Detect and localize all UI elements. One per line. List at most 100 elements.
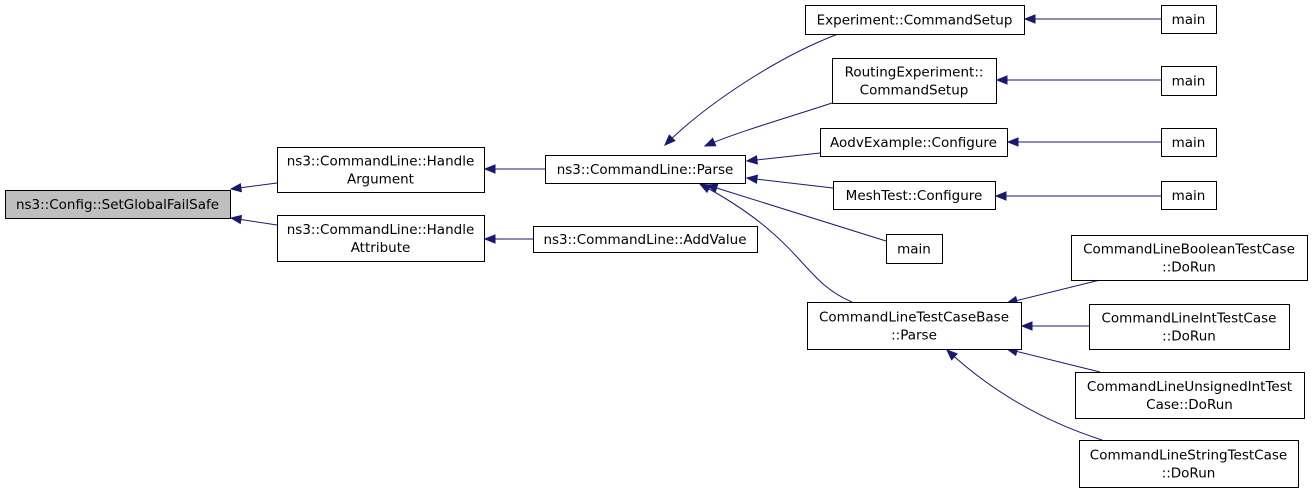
edge-arrowhead: [229, 182, 243, 193]
edge-arrowhead: [946, 349, 958, 361]
edge-arrowhead: [995, 75, 1008, 85]
node-experiment-command-setup[interactable]: Experiment::CommandSetup: [805, 5, 1025, 35]
node-string-test-do-run[interactable]: CommandLineStringTestCase::DoRun: [1079, 440, 1299, 488]
node-mesh-test-configure[interactable]: MeshTest::Configure: [833, 181, 996, 210]
node-box: [533, 226, 758, 253]
node-label: ns3::CommandLine::Handle: [287, 154, 475, 170]
node-label: main: [1172, 12, 1206, 28]
edge-line: [704, 102, 833, 147]
node-label: main: [897, 242, 931, 258]
node-label: main: [1172, 135, 1206, 151]
edge-main_direct-to-parse: [705, 183, 887, 242]
node-test-case-base-parse[interactable]: CommandLineTestCaseBase::Parse: [807, 302, 1022, 350]
node-routing-experiment-command-setup[interactable]: RoutingExperiment::CommandSetup: [832, 58, 997, 104]
edge-unsigned_int_test_do_run-to-test_case_base_parse: [1005, 346, 1101, 373]
node-label: ns3::Config::SetGlobalFailSafe: [16, 197, 219, 213]
edge-arrowhead: [703, 137, 717, 147]
edge-mesh_test_configure-to-parse: [745, 174, 834, 189]
edge-add_value-to-handle_attribute: [483, 234, 533, 244]
node-box: [886, 234, 943, 264]
node-main-aodv[interactable]: main: [1161, 128, 1217, 157]
node-box: [1161, 181, 1217, 210]
node-boolean-test-do-run[interactable]: CommandLineBooleanTestCase::DoRun: [1071, 235, 1308, 281]
edge-arrowhead: [745, 155, 758, 165]
edge-int_test_do_run-to-test_case_base_parse: [1020, 321, 1089, 331]
node-label: ns3::CommandLine::Handle: [287, 222, 475, 238]
node-box: [1161, 66, 1217, 96]
node-box: [1071, 235, 1308, 281]
edge-line: [1006, 348, 1101, 373]
edge-handle_attribute-to-set_global_fail_safe: [229, 214, 278, 226]
edge-main_mesh-to-mesh_test_configure: [994, 191, 1161, 201]
edge-test_case_base_parse-to-parse: [698, 183, 853, 303]
edge-line: [1006, 279, 1101, 304]
edge-arrowhead: [1020, 321, 1033, 331]
node-parse[interactable]: ns3::CommandLine::Parse: [545, 155, 746, 184]
node-label: AodvExample::Configure: [830, 135, 997, 151]
edge-line: [699, 183, 853, 303]
node-box: [807, 302, 1022, 350]
node-label: ::DoRun: [1162, 329, 1216, 345]
edge-arrowhead: [229, 214, 243, 225]
edge-arrowhead: [664, 134, 676, 146]
edge-aodv_example_configure-to-parse: [745, 152, 821, 165]
node-main-direct[interactable]: main: [886, 234, 943, 264]
edge-main_routing-to-routing_experiment_command_setup: [995, 75, 1161, 85]
node-box: [545, 155, 746, 184]
node-label: CommandLineIntTestCase: [1102, 311, 1277, 327]
node-box: [820, 128, 1008, 157]
node-label: main: [1172, 188, 1206, 204]
node-label: ns3::CommandLine::Parse: [557, 162, 734, 178]
edge-arrowhead: [994, 191, 1007, 201]
edge-arrowhead: [745, 174, 758, 184]
edge-routing_experiment_command_setup-to-parse: [703, 102, 833, 147]
node-box: [1079, 440, 1299, 488]
node-box: [277, 147, 485, 193]
node-label: CommandLineBooleanTestCase: [1083, 242, 1295, 258]
node-label: Attribute: [351, 240, 411, 256]
node-label: Case::DoRun: [1146, 397, 1233, 413]
node-box: [832, 58, 997, 104]
node-label: Experiment::CommandSetup: [817, 13, 1013, 29]
node-label: CommandLineTestCaseBase: [819, 310, 1009, 326]
node-box: [833, 181, 996, 210]
nodes-layer: ns3::Config::SetGlobalFailSafens3::Comma…: [5, 5, 1308, 488]
edge-parse-to-handle_argument: [483, 164, 545, 174]
node-box: [1161, 128, 1217, 157]
node-label: ::DoRun: [1162, 466, 1216, 482]
node-main-experiment[interactable]: main: [1161, 5, 1217, 34]
edge-arrowhead: [1023, 14, 1036, 24]
edge-main_aodv-to-aodv_example_configure: [1006, 137, 1161, 147]
edge-line: [746, 177, 834, 189]
edge-string_test_do_run-to-test_case_base_parse: [946, 349, 1103, 441]
node-box: [277, 215, 485, 262]
node-label: ::Parse: [891, 328, 937, 344]
node-label: main: [1172, 74, 1206, 90]
edge-arrowhead: [1006, 137, 1019, 147]
node-add-value[interactable]: ns3::CommandLine::AddValue: [533, 226, 758, 253]
edge-arrowhead: [483, 164, 496, 174]
node-box: [1161, 5, 1217, 34]
node-set-global-fail-safe[interactable]: ns3::Config::SetGlobalFailSafe: [5, 190, 231, 219]
node-label: CommandLineUnsignedIntTest: [1087, 379, 1292, 395]
edge-boolean_test_do_run-to-test_case_base_parse: [1005, 279, 1101, 306]
node-main-mesh[interactable]: main: [1161, 181, 1217, 210]
edge-arrowhead: [483, 234, 496, 244]
edge-line: [946, 349, 1103, 441]
node-box: [1075, 372, 1305, 419]
node-label: MeshTest::Configure: [846, 188, 983, 204]
node-box: [5, 190, 231, 219]
node-main-routing[interactable]: main: [1161, 66, 1217, 96]
node-label: RoutingExperiment::: [845, 65, 984, 81]
node-aodv-example-configure[interactable]: AodvExample::Configure: [820, 128, 1008, 157]
edge-arrowhead: [698, 183, 712, 194]
node-label: CommandLineStringTestCase: [1090, 448, 1287, 464]
edges-layer: [229, 14, 1161, 441]
node-int-test-do-run[interactable]: CommandLineIntTestCase::DoRun: [1089, 304, 1290, 350]
edge-line: [746, 152, 821, 162]
edge-line: [706, 184, 887, 242]
